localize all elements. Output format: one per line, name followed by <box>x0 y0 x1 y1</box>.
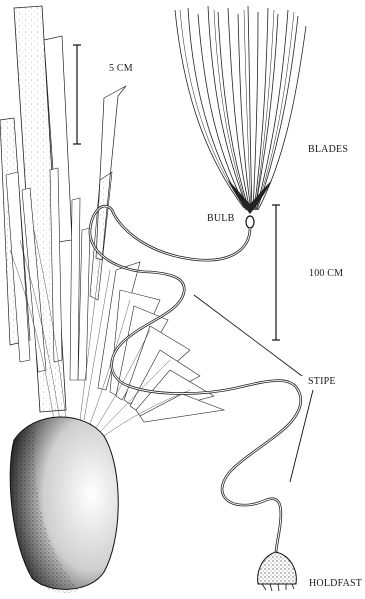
leader-lines <box>194 295 313 482</box>
holdfast-label: HOLDFAST <box>309 578 362 589</box>
scale-bar-5cm <box>73 45 81 144</box>
scale-bar-100cm <box>272 205 280 340</box>
scale-label-5cm: 5 CM <box>109 63 133 74</box>
bulb <box>246 216 254 228</box>
bulb-label: BULB <box>207 213 234 224</box>
scale-label-100cm: 100 CM <box>309 268 343 279</box>
blades-label: BLADES <box>308 144 348 155</box>
kelp-blades <box>175 6 306 210</box>
stipe-label: STIPE <box>308 376 336 387</box>
holdfast <box>258 552 297 591</box>
